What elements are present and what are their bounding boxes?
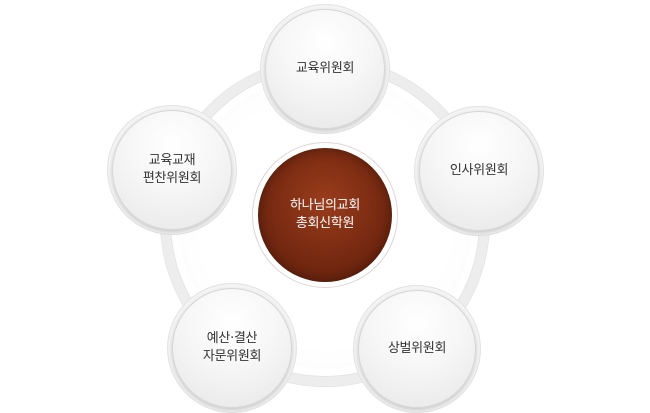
center-circle: 하나님의교회 총회신학원: [258, 148, 392, 282]
node-label: 교육위원회: [295, 61, 355, 76]
node-label: 예산·결산 자문위원회: [202, 331, 262, 364]
node-label: 인사위원회: [449, 163, 509, 178]
node-budget-committee[interactable]: 예산·결산 자문위원회: [172, 288, 292, 408]
node-label: 교육교재 편찬위원회: [142, 153, 202, 186]
node-education-committee[interactable]: 교육위원회: [265, 9, 385, 129]
center-label: 하나님의교회 총회신학원: [290, 198, 360, 231]
node-discipline-committee[interactable]: 상벌위원회: [358, 290, 476, 408]
node-personnel-committee[interactable]: 인사위원회: [419, 111, 539, 231]
node-label: 상벌위원회: [387, 341, 447, 356]
node-textbook-committee[interactable]: 교육교재 편찬위원회: [112, 110, 232, 230]
